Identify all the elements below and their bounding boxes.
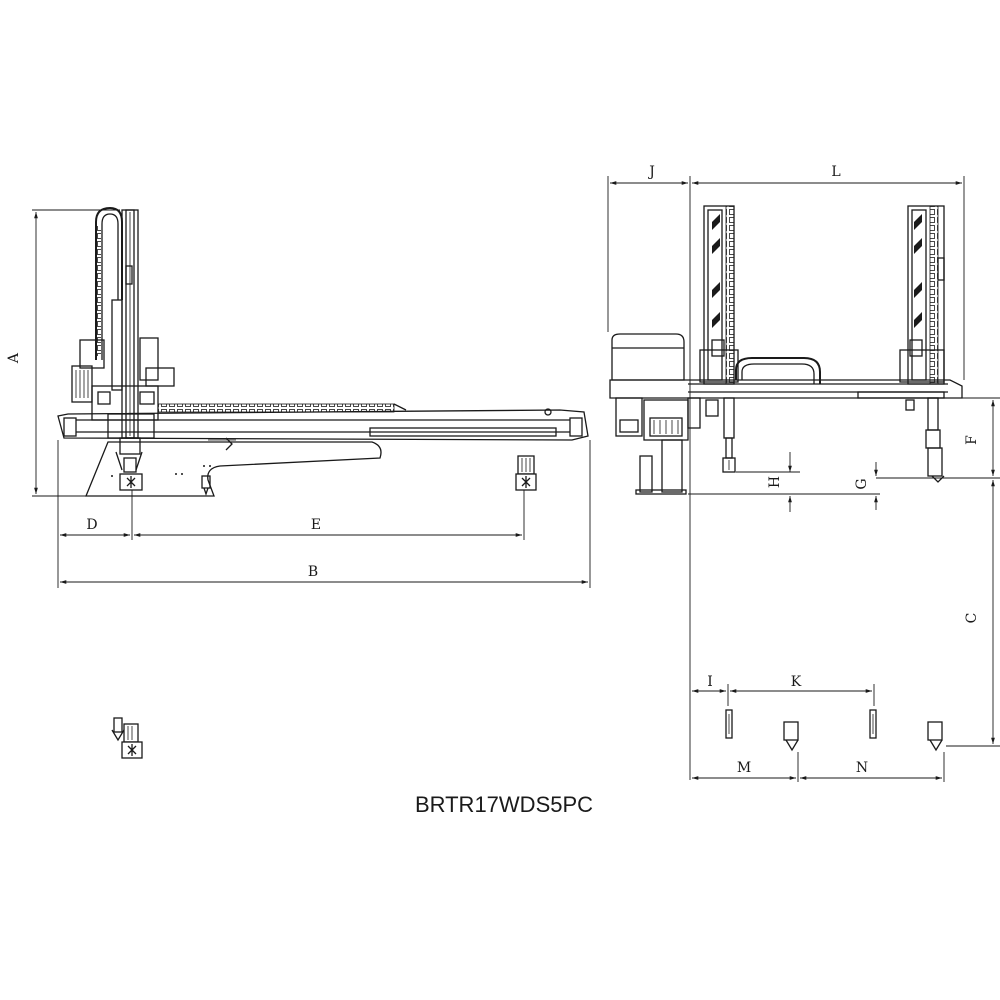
front-gripper-right [905,397,945,483]
gripper-positions [725,709,943,752]
label-e: E [311,517,321,533]
front-gripper-left [722,397,736,473]
label-c: C [964,613,980,624]
front-arm-right [899,205,945,385]
label-d: D [86,517,97,533]
label-i: I [707,674,713,690]
front-carriage [615,397,719,495]
dimension-labels: A D E B J L F H G C I K M N [6,164,980,776]
label-g: G [854,478,870,489]
label-a: A [6,352,22,364]
label-b: B [308,564,318,580]
side-gripper [111,437,211,491]
front-beam [609,333,963,399]
label-h: H [767,476,783,488]
side-dimensions [32,209,591,588]
traverse-beam [57,403,589,441]
front-dimensions [607,176,1000,782]
front-arm-left [699,205,739,385]
carriage-assembly [71,337,175,439]
label-l: L [831,164,840,180]
label-n: N [856,760,868,776]
side-view [32,206,591,759]
model-code: BRTR17WDS5PC [415,792,593,817]
label-k: K [791,674,802,690]
front-cable-chain [735,357,821,384]
end-gripper [515,455,537,491]
front-view [607,176,1000,782]
gripper-detail [111,717,143,759]
label-f: F [964,435,980,445]
label-j: J [647,164,655,180]
label-m: M [737,760,751,776]
support-bracket [85,437,382,497]
